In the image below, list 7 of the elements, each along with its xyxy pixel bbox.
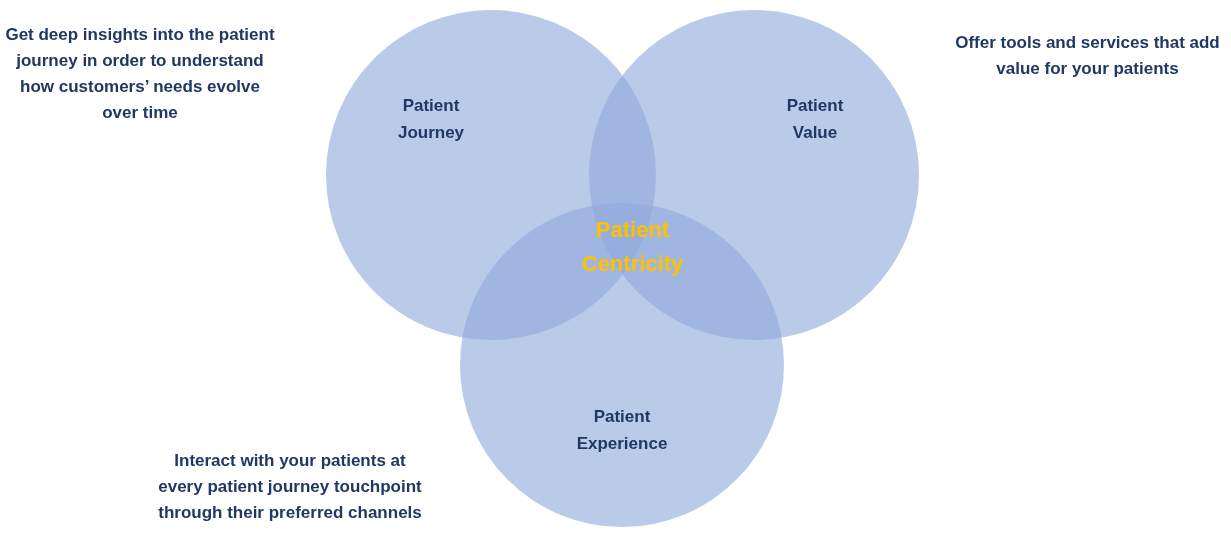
center-label: Patient Centricity bbox=[580, 216, 685, 278]
description-text: Offer tools and services that add value for your patients bbox=[954, 32, 1221, 80]
circle-label: Patient Value bbox=[785, 95, 845, 144]
description-text: Get deep insights into the patient journey in order to understand how customers’ needs evolve over time bbox=[5, 24, 275, 124]
circle-label: Patient Journey bbox=[396, 95, 466, 144]
circle-label: Patient Experience bbox=[575, 406, 669, 455]
description-text: Interact with your patients at every patient journey touchpoint through their preferred channels bbox=[157, 450, 423, 524]
